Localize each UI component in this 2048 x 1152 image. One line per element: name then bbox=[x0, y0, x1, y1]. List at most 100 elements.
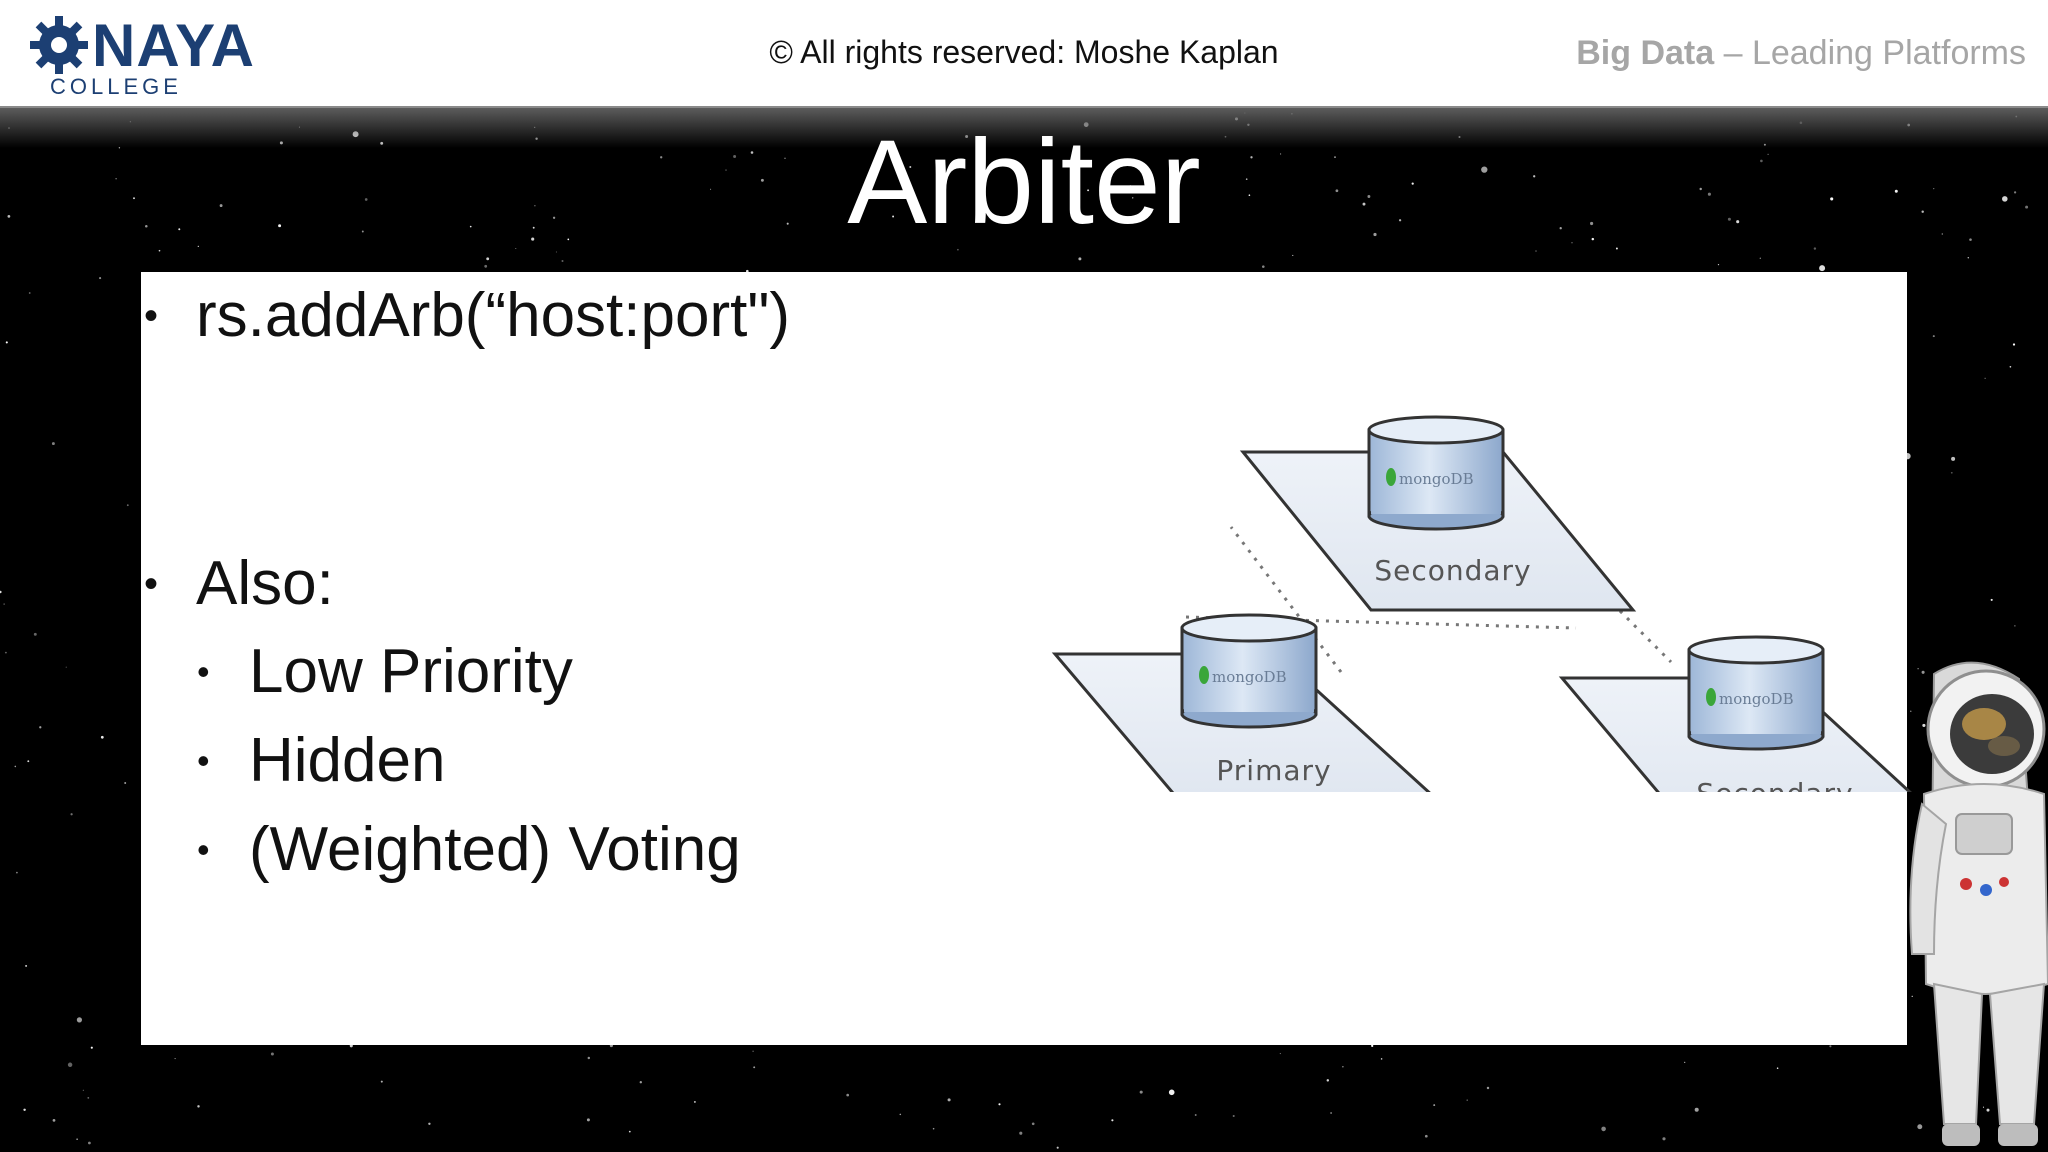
star bbox=[1951, 456, 1956, 461]
star bbox=[1707, 192, 1711, 196]
star bbox=[51, 442, 55, 446]
star bbox=[733, 155, 737, 158]
star bbox=[1481, 166, 1488, 173]
star bbox=[1335, 189, 1339, 193]
star bbox=[628, 1130, 631, 1133]
star bbox=[484, 264, 488, 268]
star bbox=[1250, 156, 1253, 159]
star bbox=[1326, 1079, 1330, 1082]
star bbox=[1248, 194, 1251, 197]
star bbox=[531, 237, 535, 241]
star bbox=[278, 224, 282, 228]
star bbox=[534, 205, 536, 207]
star bbox=[349, 1044, 353, 1048]
star bbox=[178, 228, 181, 231]
star bbox=[1829, 1045, 1832, 1048]
star bbox=[532, 226, 535, 229]
star bbox=[1031, 1122, 1035, 1126]
star bbox=[1969, 238, 1972, 241]
star bbox=[1736, 220, 1740, 224]
star bbox=[174, 1058, 176, 1060]
star bbox=[1760, 159, 1763, 163]
star bbox=[846, 1093, 850, 1097]
bullet-add-arbiter: • rs.addArb(“host:port") bbox=[144, 278, 790, 354]
db-label: mongoDB bbox=[1399, 470, 1474, 488]
slide-title: Arbiter bbox=[847, 115, 1201, 249]
star bbox=[1023, 192, 1028, 196]
star bbox=[361, 230, 364, 233]
star bbox=[753, 1066, 756, 1069]
gear-icon bbox=[30, 16, 88, 74]
star bbox=[2025, 205, 2029, 209]
bullet-dot: • bbox=[197, 651, 210, 692]
connection-line bbox=[1229, 526, 1343, 673]
star bbox=[587, 1056, 591, 1060]
star bbox=[1129, 185, 1132, 188]
star bbox=[947, 1098, 951, 1102]
node-label: Secondary bbox=[1374, 554, 1531, 587]
star bbox=[1411, 182, 1414, 185]
star bbox=[90, 1046, 93, 1049]
star bbox=[784, 157, 786, 159]
star bbox=[639, 1081, 642, 1084]
sub-bullet-low-priority: • Low Priority bbox=[197, 634, 573, 710]
db-label: mongoDB bbox=[1719, 690, 1794, 708]
star bbox=[76, 1017, 82, 1023]
star bbox=[115, 178, 117, 180]
star bbox=[486, 257, 490, 261]
star bbox=[1986, 1108, 1990, 1112]
star bbox=[941, 181, 944, 185]
star bbox=[892, 215, 895, 218]
star bbox=[76, 1138, 78, 1140]
db-label: mongoDB bbox=[1212, 668, 1287, 686]
star bbox=[1078, 257, 1082, 261]
star bbox=[567, 238, 570, 241]
star bbox=[1990, 598, 1993, 601]
star bbox=[197, 1105, 200, 1108]
star bbox=[1776, 1067, 1779, 1069]
star bbox=[746, 269, 749, 273]
bullet-dot: • bbox=[197, 740, 210, 781]
star bbox=[1334, 156, 1336, 159]
star bbox=[145, 225, 148, 228]
star bbox=[88, 1141, 91, 1145]
star bbox=[1662, 1137, 1666, 1141]
star bbox=[1056, 1146, 1059, 1149]
star bbox=[5, 341, 8, 344]
star bbox=[133, 197, 135, 200]
star bbox=[4, 651, 7, 654]
star bbox=[7, 215, 11, 218]
star bbox=[1699, 187, 1702, 191]
star bbox=[39, 726, 42, 729]
star bbox=[65, 666, 67, 668]
database-cylinder-icon: mongoDB bbox=[1687, 635, 1825, 751]
star bbox=[1380, 1058, 1383, 1060]
star bbox=[219, 204, 223, 208]
star bbox=[197, 245, 199, 248]
star bbox=[28, 292, 31, 294]
star bbox=[586, 1118, 590, 1122]
star bbox=[1813, 247, 1817, 250]
sub-bullet-weighted-voting: • (Weighted) Voting bbox=[197, 812, 741, 888]
star bbox=[1819, 265, 1826, 272]
replica-set-diagram: mongoDB Secondary mongoDB Primary bbox=[1051, 415, 1912, 792]
bullet-dot: • bbox=[144, 562, 159, 606]
star bbox=[1684, 1061, 1686, 1064]
bullet-dot: • bbox=[197, 829, 210, 870]
database-cylinder-icon: mongoDB bbox=[1367, 415, 1505, 531]
naya-college-logo: NAYA COLLEGE bbox=[28, 12, 268, 100]
star bbox=[1591, 237, 1595, 241]
bullet-dot: • bbox=[144, 294, 159, 338]
node-secondary-right: mongoDB Secondary bbox=[1558, 635, 1912, 792]
star bbox=[1486, 1086, 1490, 1090]
star bbox=[469, 225, 472, 228]
logo-wordmark: NAYA bbox=[92, 12, 255, 79]
star bbox=[932, 1127, 935, 1130]
star bbox=[1371, 1044, 1374, 1048]
star bbox=[364, 198, 368, 201]
star bbox=[428, 1122, 431, 1125]
star bbox=[561, 259, 564, 263]
star bbox=[899, 1113, 902, 1116]
star bbox=[1932, 335, 1935, 338]
